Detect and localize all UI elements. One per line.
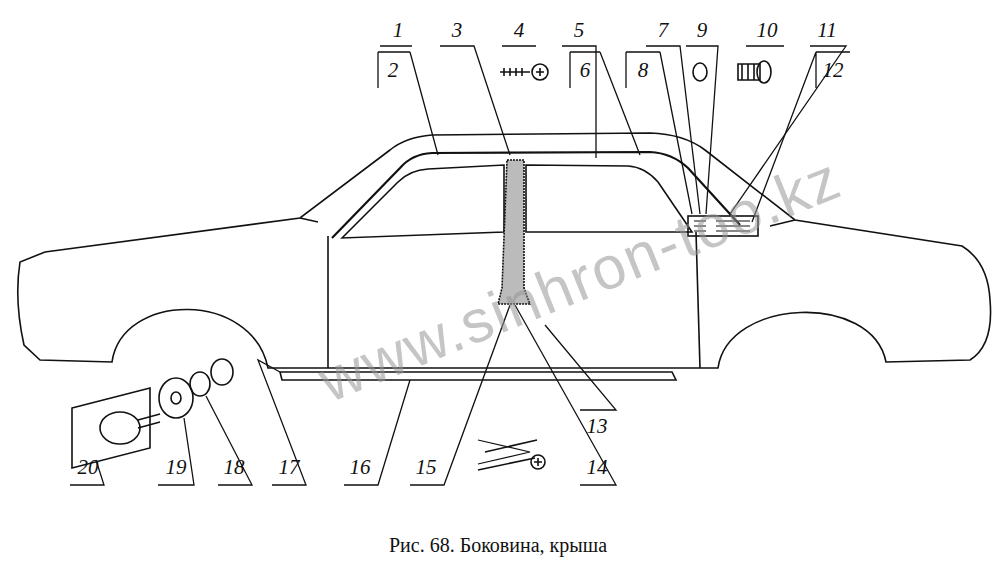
callout-number: 13: [587, 416, 608, 437]
callout-number: 6: [580, 60, 591, 81]
figure-caption: Рис. 68. Боковина, крыша: [389, 535, 607, 555]
callout-number: 8: [638, 60, 649, 81]
callout-number: 14: [587, 457, 608, 478]
callout-number: 19: [166, 457, 187, 478]
callout-number: 4: [514, 20, 525, 41]
callout-number: 9: [697, 20, 708, 41]
callout-number: 16: [350, 457, 371, 478]
callout-number: 10: [757, 20, 778, 41]
callout-number: 3: [452, 20, 463, 41]
callout-number: 15: [416, 457, 437, 478]
callout-number: 18: [224, 457, 245, 478]
callout-number: 1: [393, 20, 404, 41]
callout-number: 12: [823, 60, 844, 81]
callout-number: 20: [78, 457, 99, 478]
callout-number: 5: [574, 20, 585, 41]
callout-number: 2: [388, 60, 399, 81]
callout-number: 11: [817, 20, 836, 41]
callout-number: 7: [658, 20, 669, 41]
callout-number: 17: [279, 457, 300, 478]
